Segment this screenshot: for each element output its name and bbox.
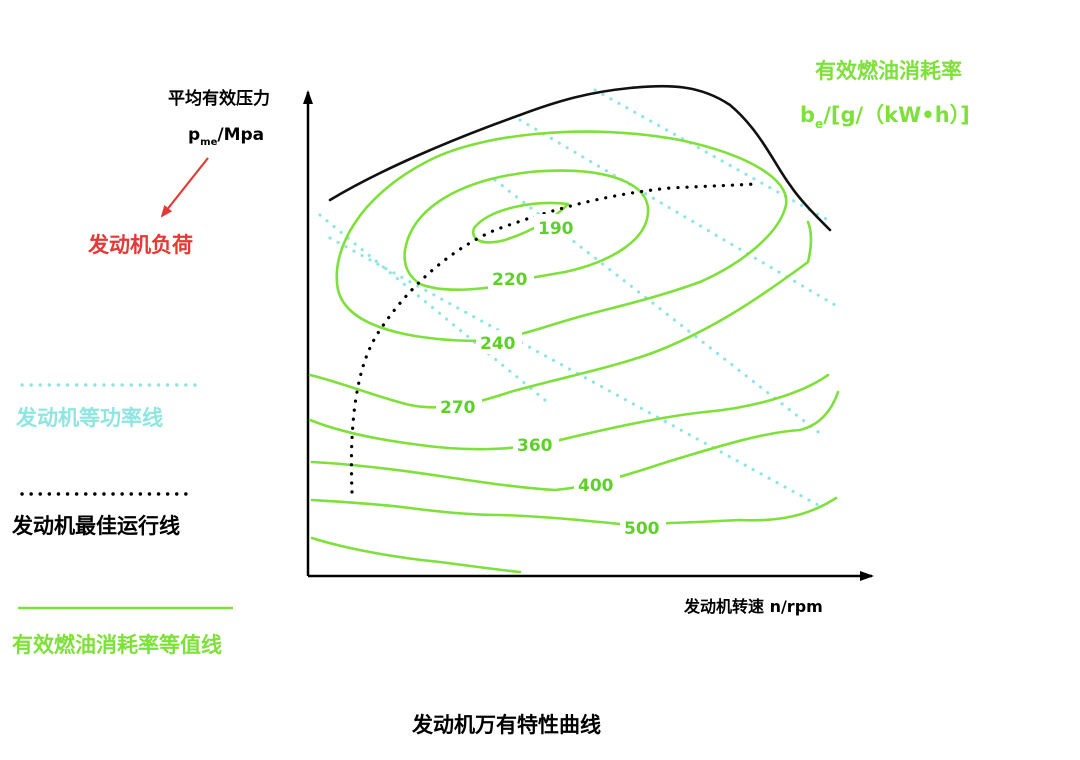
- power-line-2: [328, 236, 820, 507]
- contour-label: 190: [538, 219, 574, 239]
- load-label: 发动机负荷: [87, 233, 193, 257]
- legend-optimal-label: 发动机最佳运行线: [11, 514, 180, 538]
- load-arrow: [160, 157, 209, 218]
- bsfc-unit: be/[g/（kW•h）]: [800, 103, 970, 131]
- contour-label: 270: [440, 398, 476, 418]
- power-line-4: [518, 118, 837, 307]
- contour-label: 500: [624, 519, 660, 539]
- power-line-1: [318, 213, 547, 402]
- y-axis-label: 平均有效压力: [168, 88, 270, 109]
- contour-label: 360: [517, 436, 553, 456]
- power-line-3: [493, 178, 824, 437]
- y-axis-unit-subscript: me: [200, 137, 217, 148]
- bsfc-unit-rest: /[g/（kW•h）]: [823, 103, 970, 127]
- contour-270: [308, 220, 813, 409]
- equal-power-lines: [318, 88, 837, 507]
- bsfc-contours: [308, 130, 840, 574]
- contour-500: [310, 496, 838, 526]
- contour-360: [308, 373, 830, 451]
- bsfc-unit-symbol: b: [800, 103, 815, 127]
- y-axis-unit-symbol: p: [188, 125, 200, 145]
- legend-bsfc-label: 有效燃油消耗率等值线: [12, 633, 222, 657]
- power-line-5: [593, 88, 830, 222]
- contour-lowest: [310, 536, 522, 574]
- x-axis-label: 发动机转速 n/rpm: [683, 597, 823, 616]
- contour-220: [403, 169, 650, 291]
- contour-label: 220: [492, 270, 528, 290]
- contour-label: 400: [578, 476, 614, 496]
- figure-caption: 发动机万有特性曲线: [411, 713, 601, 737]
- full-load-curve: [328, 84, 832, 232]
- y-axis-unit: pme/Mpa: [188, 125, 264, 148]
- optimal-operating-line: [349, 182, 757, 494]
- bsfc-title: 有效燃油消耗率: [815, 59, 962, 83]
- contour-label: 240: [480, 334, 516, 354]
- y-axis-unit-rest: /Mpa: [217, 125, 264, 145]
- legend: 发动机等功率线 发动机最佳运行线 有效燃油消耗率等值线: [11, 383, 233, 657]
- contour-240: [335, 130, 788, 343]
- contour-labels: 190 220 240 270 360 400 500: [436, 214, 666, 539]
- legend-power-label: 发动机等功率线: [15, 406, 163, 430]
- bsfc-unit-subscript: e: [815, 117, 823, 131]
